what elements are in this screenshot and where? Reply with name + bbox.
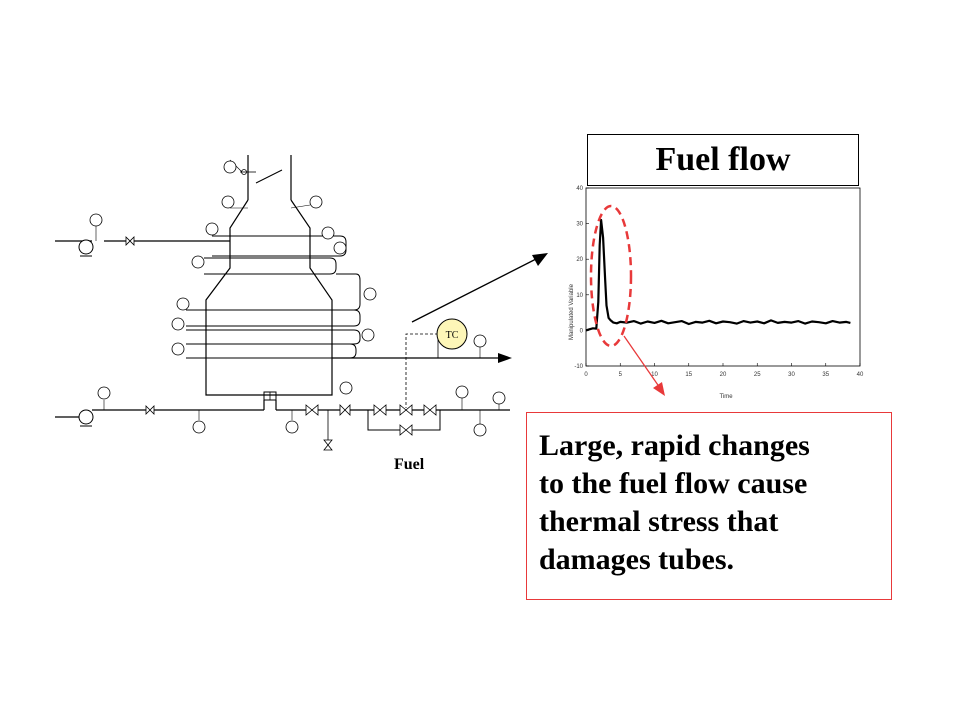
- x-tick-label: 25: [754, 372, 761, 378]
- chart-title-box: Fuel flow: [587, 134, 859, 186]
- spike-highlight-ellipse: [589, 204, 633, 348]
- temperature-controller: TC: [405, 318, 468, 408]
- x-tick-label: 0: [584, 372, 588, 378]
- callout-arrow-head: [532, 253, 548, 266]
- y-tick-label: 20: [576, 257, 583, 263]
- x-axis: 0 5 10 15 20 25 30 35 40: [584, 363, 864, 378]
- x-tick-label: 15: [685, 372, 692, 378]
- note-line-2: to the fuel flow cause: [539, 467, 808, 500]
- controller-label: TC: [446, 330, 459, 341]
- note-line-4: damages tubes.: [539, 543, 735, 576]
- outlet-arrow: [498, 353, 512, 363]
- x-tick-label: 5: [619, 372, 623, 378]
- note-line-3: thermal stress that: [539, 505, 779, 538]
- red-arrow-head: [653, 382, 665, 396]
- pump-bottom: [78, 409, 94, 427]
- furnace: [55, 155, 510, 446]
- x-axis-label: Time: [719, 394, 733, 400]
- red-arrow-line: [623, 335, 661, 389]
- note-box: Large, rapid changes to the fuel flow ca…: [526, 412, 892, 600]
- y-axis-label: Manipulated Variable: [569, 283, 575, 340]
- note-line-1: Large, rapid changes: [539, 429, 810, 462]
- chart-title: Fuel flow: [655, 141, 791, 178]
- x-tick-label: 10: [651, 372, 658, 378]
- y-tick-label: 30: [576, 222, 583, 228]
- pump-top: [78, 239, 94, 257]
- y-tick-label: 10: [576, 293, 583, 299]
- x-tick-label: 40: [857, 372, 864, 378]
- y-tick-label: 0: [580, 328, 584, 334]
- series-line: [585, 218, 851, 332]
- plot-frame: [585, 187, 861, 367]
- y-tick-label: -10: [574, 364, 583, 370]
- x-tick-label: 20: [720, 372, 727, 378]
- instrument-gauges: [89, 159, 506, 437]
- x-tick-label: 30: [788, 372, 795, 378]
- y-tick-label: 40: [576, 186, 583, 192]
- x-tick-label: 35: [822, 372, 829, 378]
- fuel-label: Fuel: [394, 456, 425, 473]
- callout-arrow-line: [411, 257, 539, 323]
- valves: [125, 236, 437, 451]
